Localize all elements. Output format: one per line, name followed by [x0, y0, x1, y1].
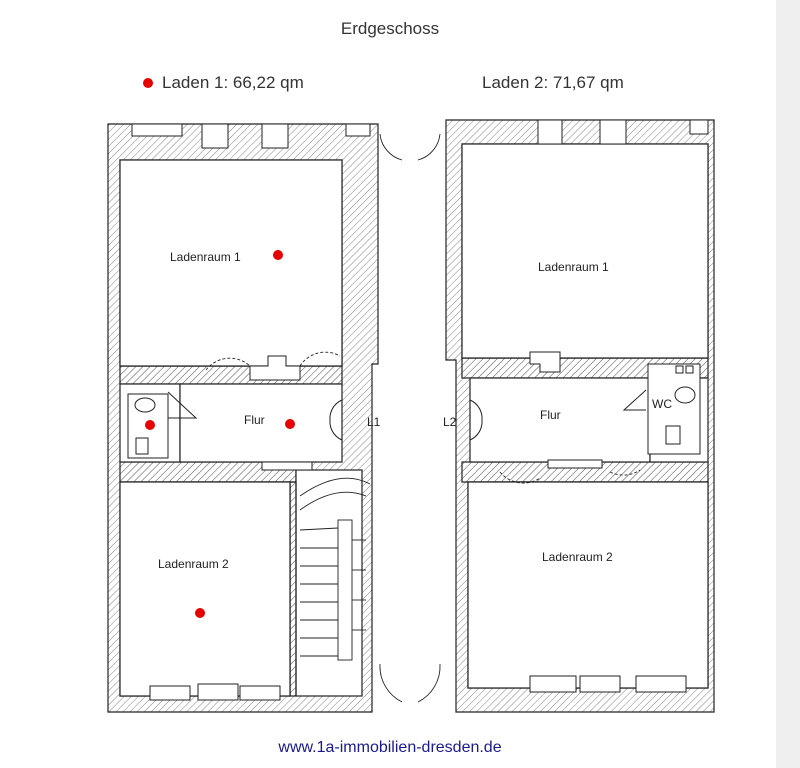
marker-dot-left-room-1 — [273, 250, 283, 260]
wc-label: WC — [652, 397, 672, 411]
right-wc — [622, 363, 701, 455]
left-shop-room-2-floor — [119, 481, 291, 697]
l1-door-label: L1 — [367, 415, 381, 429]
page-edge-strip — [776, 0, 800, 768]
unit-1-area-label: Laden 1: 66,22 qm — [162, 73, 304, 92]
right-shop-room-1-label: Ladenraum 1 — [538, 260, 609, 274]
marker-dot-left-wc — [145, 420, 155, 430]
left-wc — [127, 391, 198, 459]
left-shop-room-1-floor — [119, 159, 343, 367]
right-hall-label: Flur — [540, 408, 561, 422]
right-shop-room-2-floor — [467, 481, 709, 689]
right-shop-room-1-floor — [461, 143, 709, 359]
left-hall-label: Flur — [244, 413, 265, 427]
website-link[interactable]: www.1a-immobilien-dresden.de — [278, 739, 502, 756]
unit-2-area-label: Laden 2: 71,67 qm — [482, 73, 624, 92]
legend-marker-dot — [143, 78, 153, 88]
floor-title: Erdgeschoss — [340, 19, 440, 38]
floor-plan-drawing — [107, 119, 715, 713]
staircase — [299, 477, 371, 661]
marker-dot-left-hall — [285, 419, 295, 429]
marker-dot-left-room-2 — [195, 608, 205, 618]
l2-door-label: L2 — [443, 415, 457, 429]
left-shop-room-2-label: Ladenraum 2 — [158, 557, 229, 571]
left-shop-room-1-label: Ladenraum 1 — [170, 250, 241, 264]
left-top-windows — [131, 123, 371, 149]
right-shop-room-2-label: Ladenraum 2 — [542, 550, 613, 564]
